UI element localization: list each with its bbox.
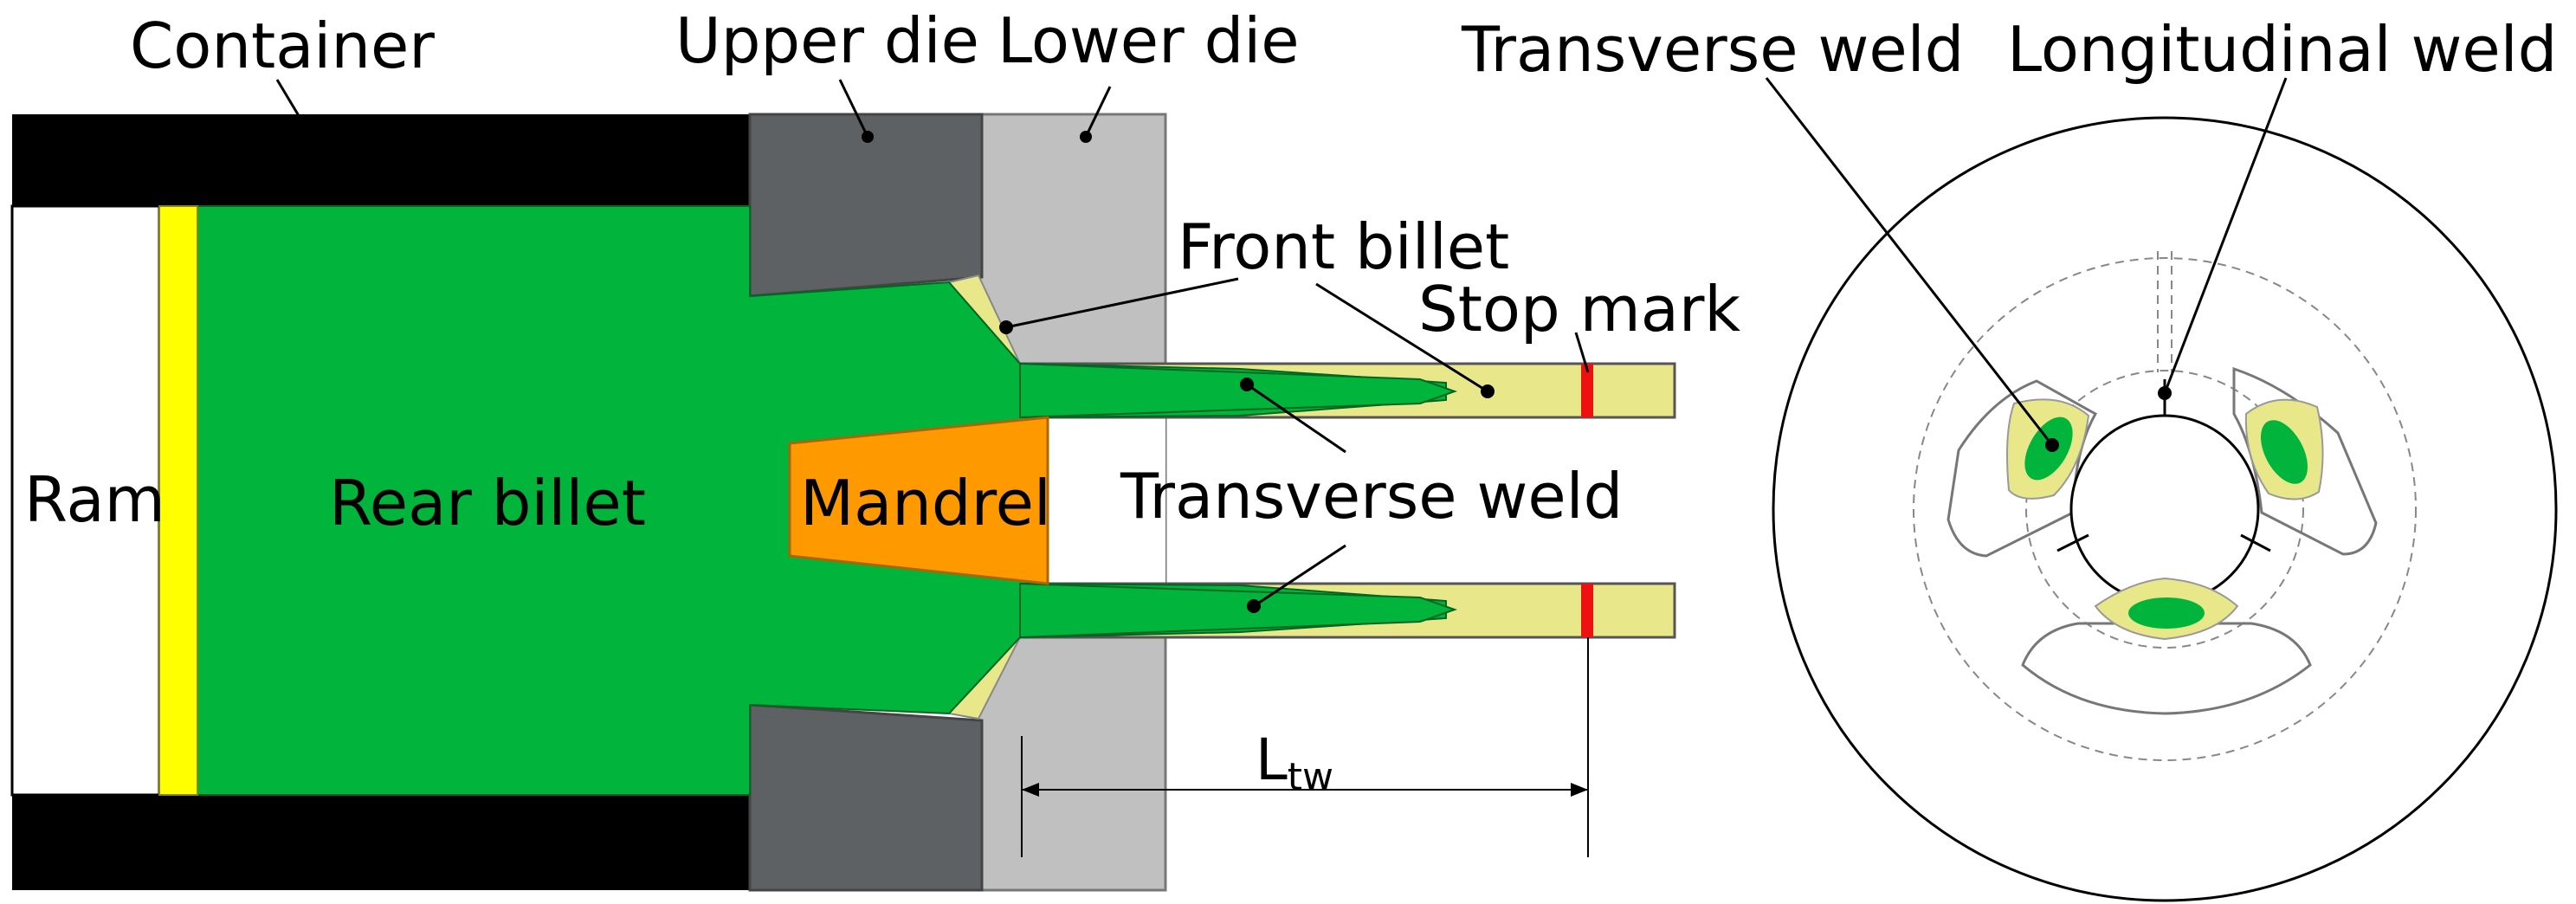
label-ram: Ram	[24, 463, 165, 536]
leader-transverse-bottom	[1253, 544, 1346, 608]
container-top	[12, 114, 755, 206]
label-longitudinal-weld: Longitudinal weld	[2007, 13, 2557, 86]
section-view: Container Upper die Lower die Front bill…	[10, 4, 1740, 892]
mandrel	[788, 416, 1049, 585]
weld-spike-bottom	[1019, 582, 1458, 639]
label-front-billet: Front billet	[1178, 210, 1509, 283]
leader-transverse-weld-right	[1765, 77, 2054, 446]
label-transverse-weld-right: Transverse weld	[1461, 13, 1964, 86]
dim-arrow-right	[1571, 783, 1588, 797]
leader-transverse-top	[1246, 383, 1346, 454]
dashed-port-ring	[1913, 257, 2417, 761]
label-upper-die: Upper die	[675, 4, 979, 77]
stop-mark-bottom	[1581, 584, 1593, 637]
cross-section-view: Transverse weld Longitudinal weld	[1461, 13, 2558, 902]
inner-bore	[2069, 414, 2260, 604]
dashed-inner-ring	[2025, 370, 2304, 649]
label-lower-die: Lower die	[997, 4, 1300, 77]
length-main: L	[1256, 726, 1288, 793]
leader-dot-lower-die	[1080, 131, 1092, 143]
upper-die-bottom	[748, 703, 984, 892]
leader-front-billet-b	[1315, 282, 1488, 393]
leader-front-billet-a	[1005, 277, 1239, 329]
label-rear-billet: Rear billet	[329, 467, 646, 539]
length-subscript: tw	[1288, 755, 1333, 799]
leader-lower-die	[1084, 86, 1112, 138]
container-bottom	[12, 795, 755, 890]
leader-dot-transverse-top	[1240, 378, 1254, 391]
label-length-ltw: Ltw	[1256, 726, 1333, 799]
ram-pad	[158, 205, 198, 796]
weld-core-right	[2260, 420, 2308, 484]
weld-spike-top	[1019, 362, 1458, 419]
label-transverse-weld-left: Transverse weld	[1120, 460, 1623, 533]
leader-dot-upper-die	[862, 131, 874, 143]
leader-dot-transverse-bottom	[1247, 599, 1261, 613]
label-stop-mark: Stop mark	[1418, 273, 1740, 345]
leader-dot-transverse-weld-right	[2045, 438, 2059, 452]
leader-longitudinal-weld	[2163, 77, 2288, 394]
leader-container	[275, 79, 305, 124]
dim-arrow-left	[1022, 783, 1039, 797]
weld-core-bottom	[2128, 597, 2205, 629]
longitudinal-seam-right	[2240, 533, 2271, 552]
leader-stop-mark	[1574, 332, 1590, 373]
longitudinal-seam-left	[2056, 533, 2089, 552]
label-mandrel: Mandrel	[800, 467, 1051, 539]
leader-dot-front-billet-a	[999, 320, 1013, 334]
label-container: Container	[130, 10, 435, 82]
leader-dot-front-billet-b	[1481, 384, 1495, 398]
leader-upper-die	[838, 79, 869, 138]
port-window-bottom	[2021, 622, 2312, 715]
stop-mark-top	[1581, 364, 1593, 417]
leader-dot-longitudinal-weld	[2158, 386, 2172, 400]
ram	[10, 204, 161, 797]
